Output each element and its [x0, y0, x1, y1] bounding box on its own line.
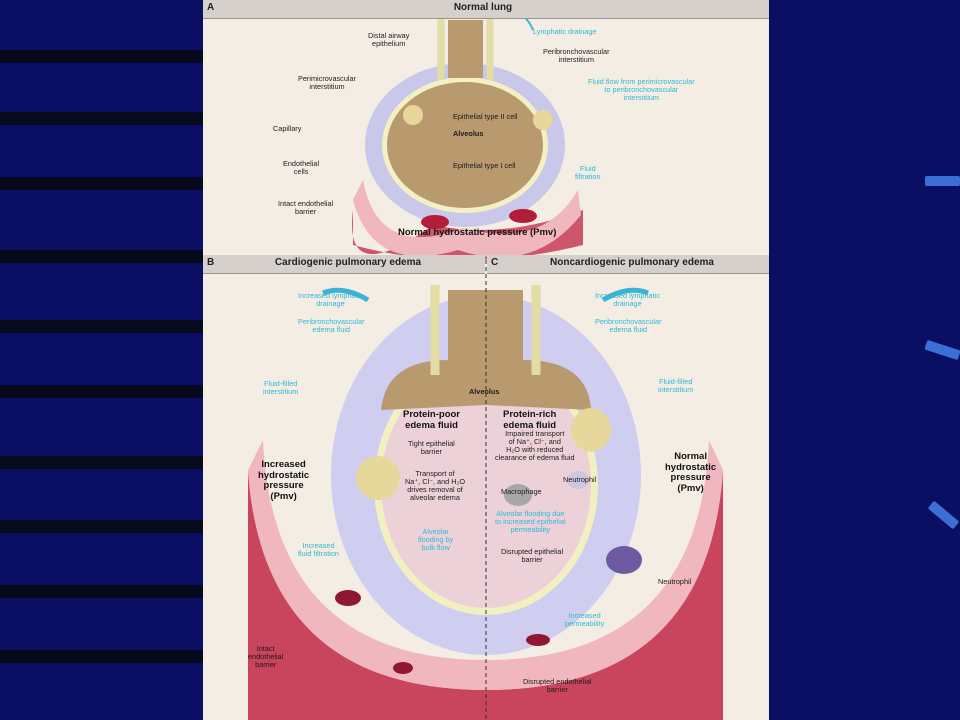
panel-a-title: Normal lung — [453, 2, 513, 13]
label-fluid-flow: Fluid flow from perimicrovascular to per… — [588, 77, 695, 102]
bg-accent — [924, 339, 960, 361]
bg-stripe — [0, 385, 205, 398]
panel-a-letter: A — [207, 2, 215, 13]
bg-stripe — [0, 177, 205, 190]
label-endothelial-cells: Endothelial cells — [283, 159, 320, 176]
label-b-tight: Tight epithelial barrier — [408, 439, 455, 456]
label-c-pressure: Normal hydrostatic pressure (Pmv) — [665, 451, 717, 494]
label-b-interstitium: Fluid-filled interstitium — [263, 379, 299, 396]
label-c-neutrophil2: Neutrophil — [658, 577, 692, 586]
label-lymphatic-drainage: Lymphatic drainage — [533, 27, 597, 36]
label-distal-airway: Distal airway epithelium — [368, 31, 410, 48]
label-b-transport: Transport of Na⁺, Cl⁻, and H₂O drives re… — [405, 469, 466, 502]
label-c-interstitium: Fluid-filled interstitium — [658, 377, 694, 394]
bg-stripe — [0, 320, 205, 333]
label-b-peri: Peribronchovascular edema fluid — [298, 317, 365, 334]
label-peribronchovascular: Peribronchovascular interstitium — [543, 47, 610, 64]
label-intact-endothelial: Intact endothelial barrier — [278, 199, 334, 216]
bg-accent — [925, 176, 960, 186]
bg-stripe — [0, 50, 205, 63]
panel-a-drawing — [352, 13, 583, 260]
label-c-permeability: Increased permeability — [565, 611, 605, 628]
label-perimicrovascular: Perimicrovascular interstitium — [298, 74, 356, 91]
bg-accent — [927, 500, 960, 530]
label-epithelial-type1: Epithelial type I cell — [453, 161, 516, 170]
bg-stripe — [0, 520, 205, 533]
label-c-lymph: Increased lymphatic drainage — [595, 291, 660, 308]
label-b-filtration: Increased fluid filtration — [298, 541, 339, 558]
label-c-disrupted-endo: Disrupted endothelial barrier — [523, 677, 592, 694]
panel-b-title: Cardiogenic pulmonary edema — [274, 257, 422, 268]
bg-stripe — [0, 650, 205, 663]
figure-graphics — [248, 13, 723, 720]
label-alveolus-a: Alveolus — [453, 129, 484, 138]
label-b-protein: Protein-poor edema fluid — [403, 409, 460, 431]
bg-stripe — [0, 585, 205, 598]
label-b-intact: Intact endothelial barrier — [248, 644, 284, 669]
panel-c-letter: C — [491, 257, 499, 268]
panel-a-header: A Normal lung — [203, 0, 769, 19]
bg-stripe — [0, 112, 205, 125]
panel-c-header: C Noncardiogenic pulmonary edema — [487, 255, 769, 274]
label-b-pressure: Increased hydrostatic pressure (Pmv) — [258, 459, 310, 502]
label-c-macrophage: Macrophage — [501, 487, 542, 496]
label-capillary: Capillary — [273, 124, 302, 133]
lung-edema-figure: A Normal lung B Cardiogenic pulmonary ed… — [203, 0, 769, 720]
bg-stripe — [0, 456, 205, 469]
label-b-lymph: Increased lymphatic drainage — [298, 291, 363, 308]
panel-b-letter: B — [207, 257, 215, 268]
label-c-peri: Peribronchovascular edema fluid — [595, 317, 662, 334]
label-c-disrupted-epi: Disrupted epithelial barrier — [501, 547, 564, 564]
panel-bc-drawing — [248, 260, 723, 720]
label-b-flooding: Alveolar flooding by bulk flow — [418, 527, 454, 552]
label-epithelial-type2: Epithelial type II cell — [453, 112, 518, 121]
label-c-protein: Protein-rich edema fluid — [503, 409, 557, 431]
label-c-flooding: Alveolar flooding due to increased epith… — [495, 509, 566, 534]
label-fluid-filtration: Fluid filtration — [575, 164, 601, 181]
panel-b-header: B Cardiogenic pulmonary edema — [203, 255, 485, 274]
panel-c-title: Noncardiogenic pulmonary edema — [550, 257, 714, 268]
label-normal-pressure: Normal hydrostatic pressure (Pmv) — [398, 227, 557, 238]
label-c-impaired: Impaired transport of Na⁺, Cl⁻, and H₂O … — [495, 429, 575, 462]
label-c-alveolus: Alveolus — [469, 387, 500, 396]
label-c-neutrophil: Neutrophil — [563, 475, 597, 484]
bg-stripe — [0, 250, 205, 263]
